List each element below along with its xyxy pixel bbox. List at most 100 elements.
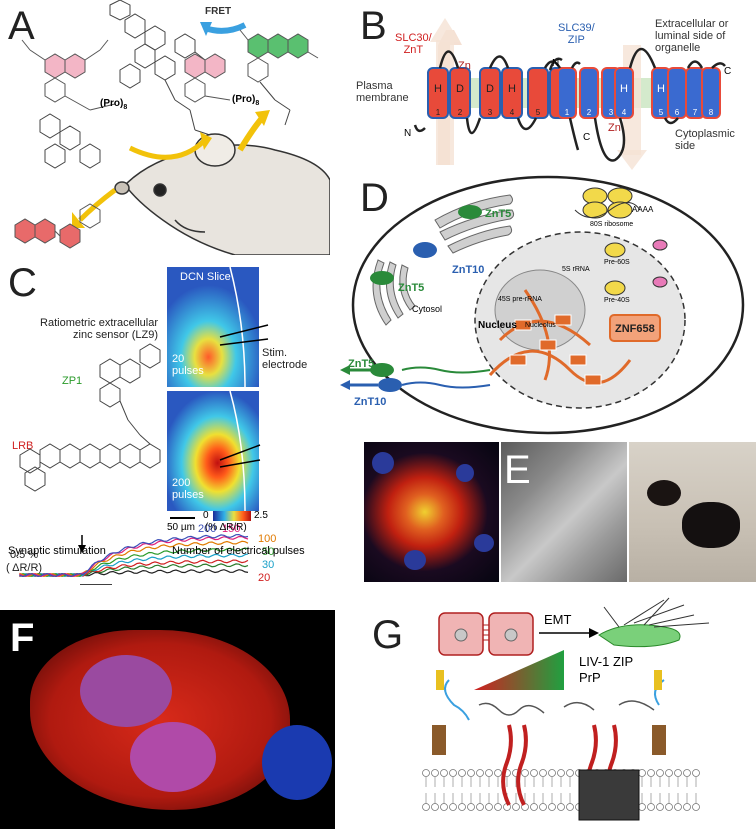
fret-arrow (204, 22, 247, 34)
panel-b-label: B (360, 4, 387, 48)
sensor-title: Ratiometric extracellular zinc sensor (L… (40, 317, 158, 342)
liv1-zip-label: LIV-1 ZIP (579, 654, 634, 669)
proline-linker-mid: (Pro)8 (232, 94, 260, 107)
znt5-er-label: ZnT5 (398, 282, 425, 294)
injection-arrow-1 (128, 138, 207, 160)
transmembrane-block (578, 769, 640, 821)
znt5-transporters (370, 205, 482, 377)
svg-text:4: 4 (510, 108, 515, 117)
pulse-count-20: 20 (258, 572, 270, 584)
trace-200 (19, 533, 249, 578)
svg-text:7: 7 (693, 108, 698, 117)
emt-diagram (422, 597, 710, 821)
panel-g-label: G (372, 613, 404, 657)
rhodamine-dye-top (21, 39, 116, 111)
lipid-bilayer (422, 769, 700, 811)
lrb-label: LRB (12, 440, 34, 452)
svg-text:2: 2 (587, 108, 592, 117)
cell-diagram (340, 175, 745, 435)
znt-family-label: SLC30/ ZnT (395, 32, 432, 57)
prp-label: PrP (579, 670, 601, 685)
d-motif-helix5: D (486, 83, 494, 95)
pulse-count-100: 100 (258, 533, 276, 545)
ribosome-80s-label: 80S ribosome (590, 221, 634, 228)
ribosomes (582, 187, 633, 296)
zip-helix-4: 4 (614, 67, 634, 119)
pre60s-label: Pre-60S (604, 259, 630, 266)
zp1-label: ZP1 (62, 375, 83, 387)
zip-helix-8: 8 (701, 67, 721, 119)
cytoplasmic-side-label: Cytoplasmic side (675, 128, 735, 153)
svg-text:4: 4 (622, 108, 627, 117)
zinc-label-right: Zn (608, 122, 621, 134)
electron-micrograph (501, 442, 627, 582)
panel-d-label: D (360, 176, 389, 220)
dcn-image-20-pulses (167, 267, 259, 387)
colorbar-unit: (% ΔR/R) (205, 522, 247, 533)
d-motif-left: D (456, 83, 464, 95)
zip-helix-1: 1 (557, 67, 577, 119)
znt-helix-1: 1 (427, 67, 449, 119)
pulse-count-50: 50 (262, 546, 274, 558)
svg-text:8: 8 (709, 108, 714, 117)
svg-text:3: 3 (609, 108, 614, 117)
svg-text:5: 5 (536, 108, 541, 117)
znf658-box (609, 314, 661, 342)
svg-text:6: 6 (675, 108, 680, 117)
rhodamine-dye-mid (184, 53, 231, 103)
znf658-label: ZNF658 (615, 323, 655, 335)
fluorescein-dye-right (239, 29, 319, 83)
znt-helix-4: 4 (501, 67, 523, 119)
panel-c: C Ratiometric extracellular zinc sensor … (0, 255, 335, 585)
h-motif-zip5: H (657, 83, 665, 95)
helix-loops (413, 47, 726, 162)
pulses-20-label: 20 pulses (172, 353, 204, 378)
c-terminus-left: C (583, 132, 591, 143)
n-terminus-left: N (404, 128, 412, 139)
cytosol-label: Cytosol (412, 304, 443, 314)
h-motif-left: H (434, 83, 442, 95)
panel-c-traces (0, 558, 335, 608)
panel-e: E (364, 442, 756, 582)
mouse-pup-1 (647, 480, 681, 506)
sensor-structure-left (39, 113, 101, 169)
trace-100 (19, 540, 249, 578)
h-motif-helix5: H (508, 83, 516, 95)
znt5-membrane-label: ZnT5 (348, 358, 375, 370)
nucleolus-label: Nucleolus (525, 322, 556, 329)
polya-label: AAAA (632, 205, 654, 214)
pre40s-label: Pre-40S (604, 297, 630, 304)
nucleus-blob-1 (372, 452, 394, 474)
svg-text:2: 2 (458, 108, 463, 117)
svg-text:3: 3 (488, 108, 493, 117)
pulse-count-30: 30 (262, 559, 274, 571)
dcn-slice-label: DCN Slice (180, 271, 231, 283)
c-terminus-right: C (724, 66, 732, 77)
panel-a: A (0, 0, 330, 255)
zinc-label-left: Zn (458, 60, 471, 72)
rrna-45s-label: 45S pre-rRNA (498, 296, 542, 303)
injection-arrow-3 (78, 188, 117, 222)
svg-text:1: 1 (565, 108, 570, 117)
emt-label: EMT (544, 612, 572, 627)
gradient-triangle (474, 650, 564, 690)
scalebar-label: 50 µm (167, 522, 195, 533)
n-terminus-right: N (552, 58, 560, 69)
colorbar-min: 0 (203, 510, 209, 521)
mouse-pup-2 (682, 502, 740, 548)
y-scale-label: 0.5 %( ΔR/R) (6, 549, 42, 574)
znt10-transporters (378, 242, 437, 392)
znt5-golgi-label: ZnT5 (485, 208, 512, 220)
nucleus-blob-4 (404, 550, 426, 570)
znt10-golgi-label: ZnT10 (452, 264, 485, 276)
panel-f-label: F (10, 616, 35, 660)
znt-helices: 123456HDDH (427, 67, 571, 119)
pulse-count-200: 200 (198, 523, 216, 535)
golgi-apparatus (434, 194, 515, 254)
colorbar-max: 2.5 (254, 510, 268, 521)
zip-helix-2: 2 (579, 67, 599, 119)
nucleus-3 (262, 725, 332, 800)
nucleus-blob-2 (456, 464, 474, 482)
